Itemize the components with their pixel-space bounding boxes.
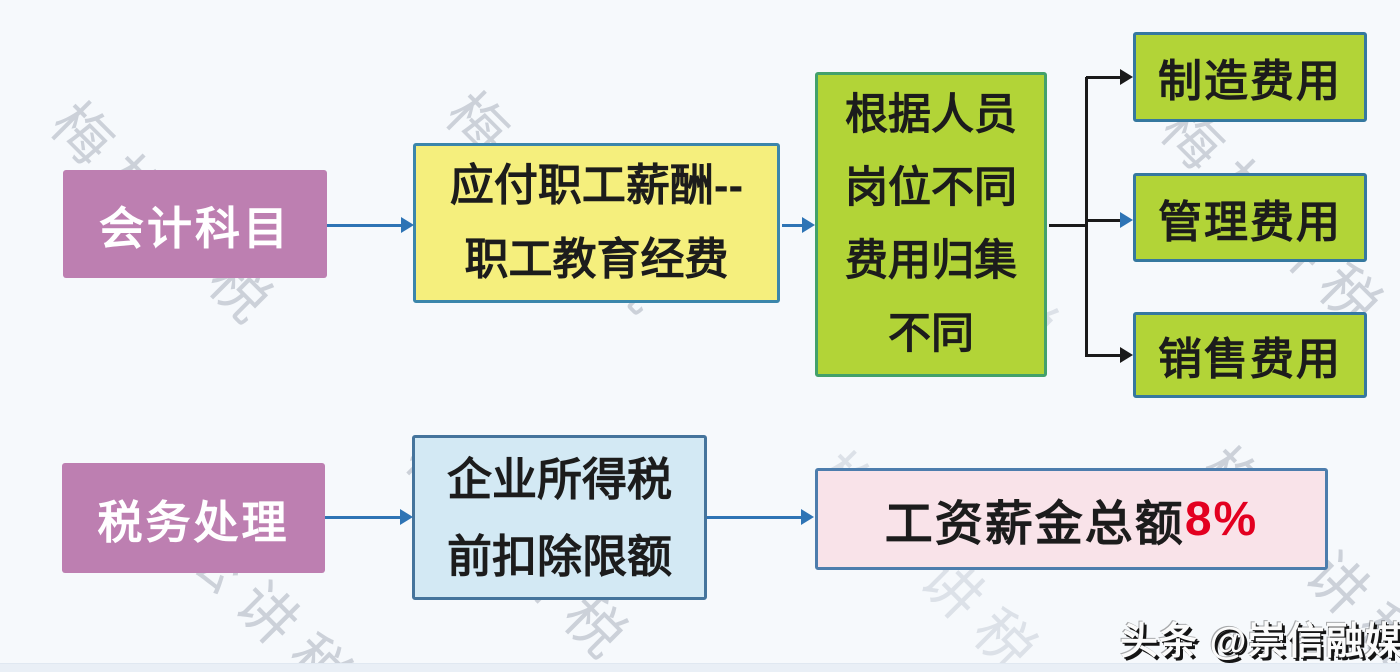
node-line: 企业所得税 bbox=[446, 453, 672, 505]
node-line: 不同 bbox=[888, 309, 974, 358]
arrowhead-accounting-payroll bbox=[401, 217, 414, 233]
arrowhead-deduction-result bbox=[801, 509, 814, 525]
node-admin-expense: 管理费用 bbox=[1133, 173, 1367, 262]
node-label: 管理费用 bbox=[1158, 197, 1342, 247]
result-percentage: 8% bbox=[1184, 492, 1259, 546]
node-pretax-deduction-limit: 企业所得税 前扣除限额 bbox=[412, 435, 707, 600]
connector-payroll-allocation bbox=[782, 224, 804, 227]
node-label: 税务处理 bbox=[97, 496, 290, 548]
node-selling-expense: 销售费用 bbox=[1133, 312, 1367, 398]
arrowhead-branch-admin bbox=[1120, 212, 1133, 228]
node-label: 会计科目 bbox=[98, 202, 291, 254]
result-text: 工资薪金总额 bbox=[884, 498, 1185, 551]
connector-branch-selling bbox=[1086, 354, 1122, 357]
node-line: 应付职工薪酬-- bbox=[449, 161, 744, 210]
connector-branch-vertical bbox=[1085, 77, 1088, 357]
arrowhead-payroll-allocation bbox=[802, 217, 815, 233]
node-label: 销售费用 bbox=[1158, 335, 1342, 384]
footer-strip bbox=[0, 663, 1400, 672]
arrowhead-branch-selling bbox=[1120, 347, 1133, 363]
platform-credit: 头条 @崇信融媒 bbox=[1120, 621, 1400, 663]
connector-accounting-payroll bbox=[327, 224, 405, 227]
connector-deduction-result bbox=[707, 516, 803, 519]
node-manufacturing-overhead: 制造费用 bbox=[1133, 32, 1367, 122]
node-line: 岗位不同 bbox=[845, 163, 1017, 212]
node-line: 根据人员 bbox=[845, 90, 1017, 139]
node-label: 制造费用 bbox=[1158, 57, 1342, 106]
connector-tax-deduction bbox=[325, 516, 404, 519]
node-line: 费用归集 bbox=[845, 236, 1017, 285]
node-line: 前扣除限额 bbox=[446, 530, 672, 582]
arrowhead-tax-deduction bbox=[400, 509, 413, 525]
connector-allocation-trunk bbox=[1049, 224, 1087, 227]
node-tax-treatment: 税务处理 bbox=[62, 463, 325, 573]
connector-branch-admin bbox=[1086, 219, 1122, 222]
node-accounting-subject: 会计科目 bbox=[63, 170, 327, 278]
node-payroll-education-fund: 应付职工薪酬-- 职工教育经费 bbox=[413, 143, 780, 303]
node-cost-allocation: 根据人员 岗位不同 费用归集 不同 bbox=[815, 72, 1047, 377]
arrowhead-branch-manufacturing bbox=[1120, 69, 1133, 85]
node-line: 职工教育经费 bbox=[464, 235, 729, 284]
connector-branch-manufacturing bbox=[1086, 76, 1122, 79]
